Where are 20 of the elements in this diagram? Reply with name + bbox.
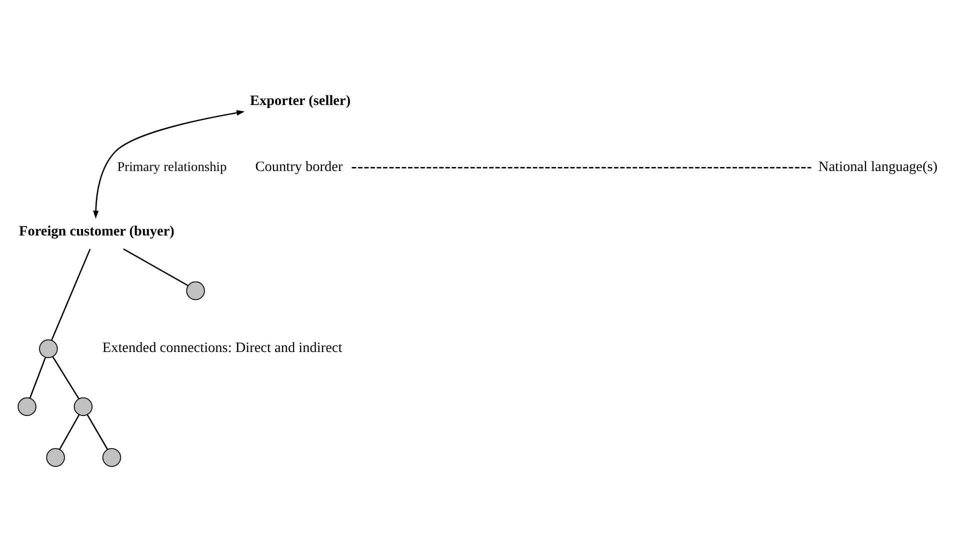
node-circle <box>18 397 36 416</box>
connector <box>29 356 46 398</box>
node-circle <box>102 448 122 467</box>
label: Extended connections: Direct and indirect <box>102 340 342 356</box>
node-circle <box>39 339 58 358</box>
node-text: Country border <box>255 159 343 176</box>
connector <box>86 414 108 450</box>
node-circle <box>46 448 65 467</box>
connector <box>52 356 80 399</box>
node-text: Foreign customer (buyer) <box>18 223 174 240</box>
edge-label: Primary relationship <box>117 158 227 174</box>
node-circle <box>186 281 205 300</box>
node-text: National language(s) <box>818 159 938 176</box>
node-circle <box>74 397 93 416</box>
arrow <box>93 110 245 219</box>
connector <box>50 248 91 341</box>
node-text: Exporter (seller) <box>250 93 351 110</box>
connector <box>59 414 80 450</box>
connector <box>123 248 188 286</box>
connector <box>352 167 812 168</box>
